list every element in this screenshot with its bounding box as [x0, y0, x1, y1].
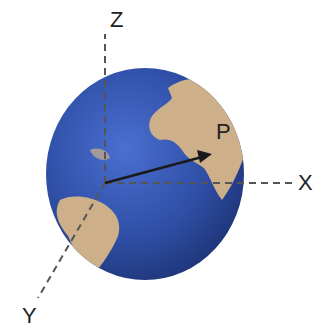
continents	[57, 68, 246, 280]
axis-label: Y	[22, 304, 37, 328]
axis-label: X	[298, 171, 313, 195]
axis-lines	[38, 34, 292, 298]
vector-arrow	[105, 150, 212, 183]
axis-label: P	[216, 120, 231, 144]
axis-label: Z	[110, 8, 123, 32]
